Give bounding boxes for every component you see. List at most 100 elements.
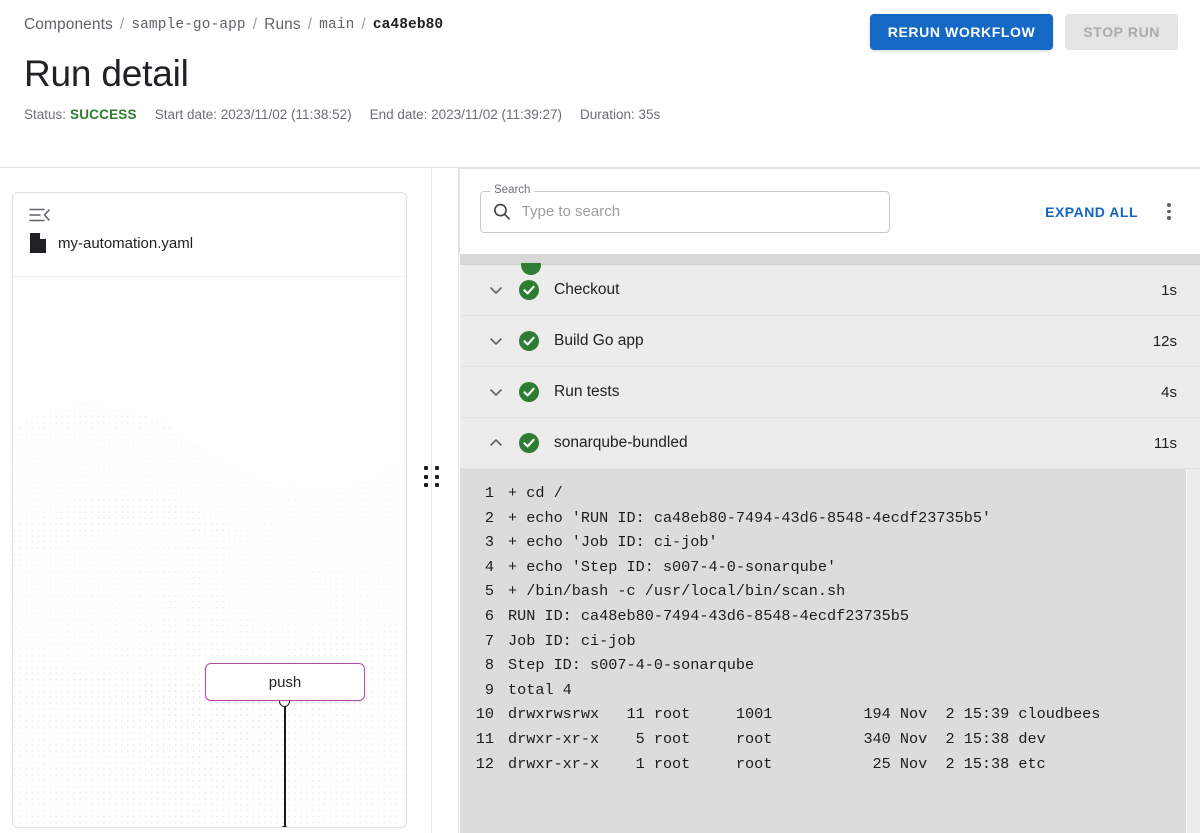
log-line: 1 + cd / — [460, 481, 1186, 506]
log-line-text: + echo 'RUN ID: ca48eb80-7494-43d6-8548-… — [508, 508, 992, 527]
run-meta-row: Status: SUCCESS Start date: 2023/11/02 (… — [24, 107, 1176, 122]
clipped-success-check-circle-icon — [520, 263, 542, 285]
success-check-circle-icon — [519, 280, 539, 300]
step-duration: 4s — [1161, 383, 1177, 401]
search-field[interactable]: Search — [480, 183, 890, 233]
step-row[interactable]: Checkout 1s — [460, 265, 1200, 316]
search-input[interactable] — [519, 202, 877, 221]
more-vertical-icon[interactable] — [1156, 197, 1182, 227]
log-line-number: 2 — [484, 508, 494, 527]
header-actions: RERUN WORKFLOW STOP RUN — [869, 14, 1178, 50]
step-row[interactable]: sonarqube-bundled 11s — [460, 418, 1200, 469]
file-document-icon — [30, 233, 46, 253]
chevron-up-icon[interactable] — [488, 435, 504, 451]
breadcrumb-separator: / — [252, 16, 258, 33]
breadcrumb-item-runs[interactable]: Runs — [264, 16, 301, 33]
log-line-text: drwxr-xr-x 1 root root 25 Nov 2 15:38 et… — [508, 754, 1046, 773]
status-badge: SUCCESS — [70, 107, 137, 123]
log-line-text: + echo 'Step ID: s007-4-0-sonarqube' — [508, 557, 837, 576]
search-icon — [494, 203, 510, 220]
log-line-number: 1 — [484, 484, 494, 502]
log-output[interactable]: 1 + cd / 2 + echo 'RUN ID: ca48eb80-7494-43… — [460, 469, 1187, 833]
step-label: Checkout — [554, 281, 620, 298]
graph-node-push-label: push — [268, 673, 302, 691]
logs-card: Search EXPAND ALL — [458, 168, 1200, 833]
step-duration: 1s — [1161, 281, 1177, 299]
log-line: 10 drwxrwsrwx 11 root 1001 194 Nov 2 15:3… — [460, 702, 1186, 727]
graph-toolbar: my-automation.yaml — [13, 193, 406, 277]
graph-edge-push-to-ci-job — [284, 701, 286, 827]
success-check-circle-icon — [519, 331, 539, 351]
step-label: Run tests — [554, 383, 620, 400]
log-line: 8 Step ID: s007-4-0-sonarqube — [460, 653, 1186, 678]
pane-divider — [431, 168, 432, 833]
mesh-background-decoration — [13, 397, 406, 827]
log-line-number: 12 — [475, 754, 494, 773]
log-line: 3 + echo 'Job ID: ci-job' — [460, 530, 1186, 555]
graph-card: my-automation.yaml — [12, 192, 407, 828]
step-row[interactable]: Build Go app 12s — [460, 316, 1200, 367]
breadcrumb-separator: / — [361, 16, 366, 33]
log-line: 4 + echo 'Step ID: s007-4-0-sonarqube' — [460, 555, 1186, 580]
log-line-text: Step ID: s007-4-0-sonarqube — [508, 656, 755, 675]
log-line: 9 total 4 — [460, 678, 1186, 703]
success-check-circle-icon — [519, 382, 539, 402]
pane-resize-handle[interactable] — [424, 466, 440, 488]
breadcrumb: Components / sample-go-app / Runs / main / ca48e… — [24, 14, 1176, 36]
log-line-number: 4 — [484, 557, 494, 576]
chevron-down-icon[interactable] — [488, 333, 504, 349]
status-label: Status: — [24, 107, 67, 123]
workflow-file-name: my-automation.yaml — [58, 234, 194, 252]
step-duration: 11s — [1153, 434, 1177, 452]
logs-pane: Search EXPAND ALL — [458, 168, 1200, 833]
log-line-text: total 4 — [508, 680, 572, 699]
duration: Duration: 35s — [580, 107, 661, 123]
start-date: Start date: 2023/11/02 (11:38:52) — [154, 107, 352, 123]
log-line: 7 Job ID: ci-job — [460, 629, 1186, 654]
graph-canvas[interactable]: push ci-job — [13, 278, 406, 827]
log-line-text: + /bin/bash -c /usr/local/bin/scan.sh — [508, 582, 846, 601]
log-line-number: 9 — [484, 680, 494, 699]
step-row[interactable]: Run tests 4s — [460, 367, 1200, 418]
page-header: Components / sample-go-app / Runs / main / ca48e… — [0, 0, 1200, 168]
breadcrumb-separator: / — [307, 16, 313, 33]
log-line-text: + cd / — [508, 484, 563, 502]
chevron-down-icon[interactable] — [488, 282, 504, 298]
workflow-file-row[interactable]: my-automation.yaml — [29, 232, 390, 254]
rerun-workflow-button[interactable]: RERUN WORKFLOW — [869, 14, 1054, 50]
breadcrumb-item-sample-go-app[interactable]: sample-go-app — [131, 17, 246, 33]
collapse-left-icon[interactable] — [29, 207, 51, 223]
logs-search-bar: Search EXPAND ALL — [459, 168, 1200, 254]
log-line-text: RUN ID: ca48eb80-7494-43d6-8548-4ecdf237… — [508, 606, 910, 625]
log-line-text: Job ID: ci-job — [508, 631, 636, 650]
log-line-number: 7 — [484, 631, 494, 650]
body-split: my-automation.yaml — [0, 168, 1200, 833]
log-line-number: 6 — [484, 606, 494, 625]
scroll-top-clip — [460, 254, 1200, 275]
breadcrumb-item-components[interactable]: Components — [24, 16, 113, 33]
log-line-number: 10 — [475, 705, 494, 724]
log-line: 2 + echo 'RUN ID: ca48eb80-7494-43d6-8548… — [460, 506, 1186, 531]
step-duration: 12s — [1152, 332, 1177, 350]
graph-node-push[interactable]: push — [205, 663, 365, 701]
log-line-text: + echo 'Job ID: ci-job' — [508, 533, 718, 552]
breadcrumb-item-main[interactable]: main — [319, 17, 355, 33]
success-check-circle-icon — [519, 433, 539, 453]
end-date: End date: 2023/11/02 (11:39:27) — [369, 107, 562, 123]
status-field: Status: SUCCESS — [24, 107, 137, 122]
chevron-down-icon[interactable] — [488, 384, 504, 400]
step-label: sonarqube-bundled — [554, 434, 688, 451]
breadcrumb-item-ca48eb80: ca48eb80 — [372, 17, 444, 33]
step-label: Build Go app — [554, 332, 644, 349]
log-line-text: drwxrwsrwx 11 root 1001 194 Nov 2 15:39 … — [508, 705, 1101, 724]
log-line-number: 3 — [484, 533, 494, 552]
log-line-number: 8 — [484, 656, 494, 675]
page-title: Run detail — [24, 53, 189, 94]
breadcrumb-separator: / — [119, 16, 125, 33]
expand-all-button[interactable]: EXPAND ALL — [1045, 203, 1138, 220]
log-line-number: 11 — [475, 729, 494, 748]
log-line-text: drwxr-xr-x 5 root root 340 Nov 2 15:38 d… — [508, 729, 1046, 748]
stop-run-button: STOP RUN — [1065, 14, 1178, 50]
